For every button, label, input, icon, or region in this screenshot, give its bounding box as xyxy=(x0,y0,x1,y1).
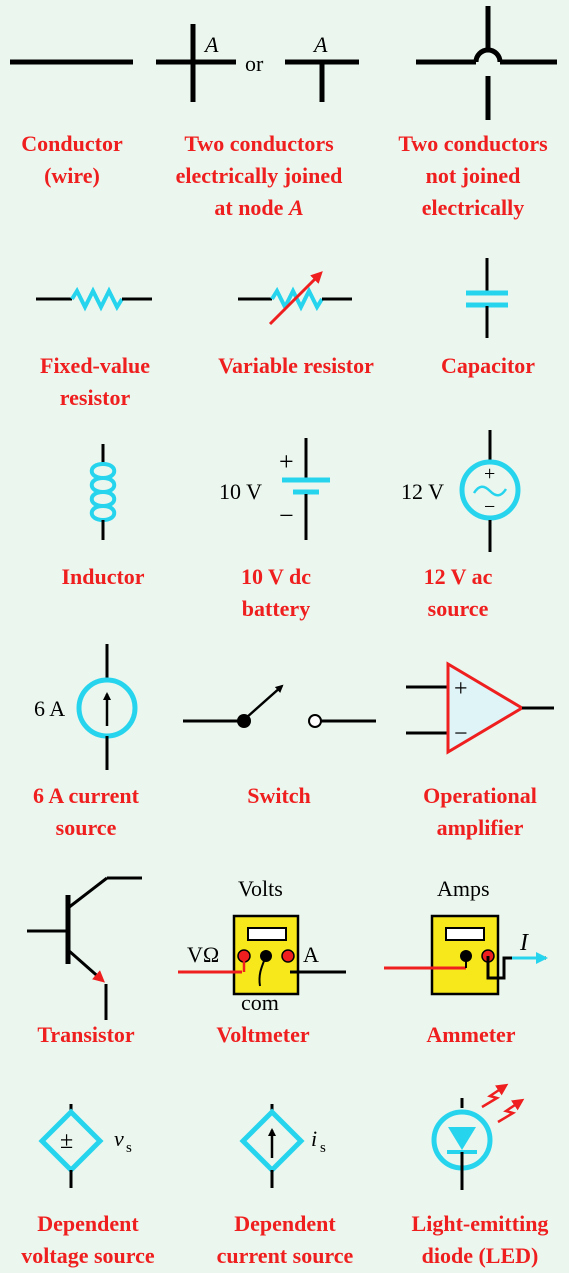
joined-conductors-symbol: A or A xyxy=(156,24,359,102)
or-label: or xyxy=(245,51,264,76)
dependent-current-sub: s xyxy=(320,1140,326,1156)
com-label: com xyxy=(241,990,279,1015)
voltmeter-symbol: Volts VΩ A com xyxy=(178,876,346,1015)
minus-sign: − xyxy=(484,496,495,518)
inductor-symbol xyxy=(89,444,117,540)
not-joined-conductors-symbol xyxy=(416,6,557,120)
caption-voltmeter: Voltmeter xyxy=(216,1022,310,1047)
amp-terminal-label: A xyxy=(303,942,319,967)
caption-variable-resistor: Variable resistor xyxy=(218,353,374,378)
plus-sign: + xyxy=(484,463,495,485)
amps-label: Amps xyxy=(437,876,490,901)
caption-transistor: Transistor xyxy=(37,1022,135,1047)
caption-node-label: A xyxy=(288,195,304,220)
dependent-current-var: i xyxy=(311,1126,317,1151)
volt-ohm-label: VΩ xyxy=(187,942,219,967)
switch-symbol xyxy=(183,684,376,728)
caption-conductor: Conductor(wire) xyxy=(21,131,123,188)
ac-source-symbol: + − 12 V xyxy=(401,430,521,552)
capacitor-symbol xyxy=(466,258,508,338)
caption-ammeter: Ammeter xyxy=(426,1022,516,1047)
opamp-symbol: + − xyxy=(406,661,554,755)
ac-value-label: 12 V xyxy=(401,479,444,504)
ammeter-symbol: Amps I xyxy=(384,876,548,996)
sine-wave-icon xyxy=(472,485,508,497)
dependent-current-source-symbol: i s xyxy=(239,1104,326,1188)
current-source-symbol: 6 A xyxy=(34,644,138,770)
volts-label: Volts xyxy=(238,876,283,901)
opamp-minus: − xyxy=(454,721,468,747)
node-label: A xyxy=(203,32,219,57)
variable-resistor-symbol xyxy=(238,271,352,326)
transistor-symbol xyxy=(27,876,142,1020)
dependent-voltage-sub: s xyxy=(126,1140,132,1156)
plus-minus-sign: ± xyxy=(60,1128,73,1154)
fixed-resistor-symbol xyxy=(36,286,152,312)
plus-sign: + xyxy=(279,447,294,476)
current-value-label: 6 A xyxy=(34,696,65,721)
node-label-2: A xyxy=(312,32,328,57)
current-label: I xyxy=(519,930,529,956)
caption-capacitor: Capacitor xyxy=(440,353,536,378)
battery-value-label: 10 V xyxy=(219,479,262,504)
minus-sign: − xyxy=(279,501,294,530)
led-symbol xyxy=(431,1083,525,1190)
caption-switch: Switch xyxy=(247,783,311,808)
caption-inductor: Inductor xyxy=(61,564,145,589)
dependent-voltage-source-symbol: ± v s xyxy=(38,1104,132,1188)
dependent-voltage-var: v xyxy=(114,1126,124,1151)
opamp-plus: + xyxy=(454,676,468,702)
battery-symbol: + − 10 V xyxy=(219,438,330,540)
